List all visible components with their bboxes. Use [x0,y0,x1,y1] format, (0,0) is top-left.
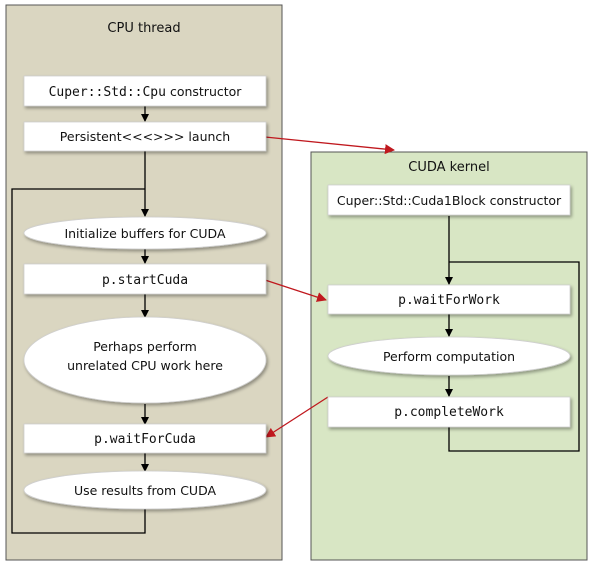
wait-for-cuda-label: p.waitForCuda [94,432,196,447]
wait-for-work-label: p.waitForWork [398,293,500,308]
persistent-launch-label: Persistent<<<>>> launch [60,129,230,144]
wait-for-cuda-box [23,423,267,454]
cpu-thread-title: CPU thread [107,21,180,36]
start-cuda-box [23,263,267,295]
cpu-work-label-line2: unrelated CPU work here [67,358,223,373]
cuda-kernel-title: CUDA kernel [408,160,489,175]
cuda-constructor-box [327,184,571,216]
start-cuda-arrow [264,279,327,302]
use-results-label: Use results from CUDA [74,483,217,498]
cuda-constructor-label: Cuper::Std::Cuda1Block constructor [337,193,562,208]
launch-arrow [264,136,395,155]
cpu-constructor-label: Cuper::Std::Cpu constructor [49,84,243,100]
complete-work-arrow [265,396,329,438]
computation-ellipse [327,336,571,376]
wait-for-work-box [327,284,571,315]
cpu-constructor-box [23,75,267,107]
init-buffers-label: Initialize buffers for CUDA [64,226,226,241]
computation-label: Perform computation [383,349,515,364]
complete-work-label: p.completeWork [394,405,504,420]
use-results-ellipse [23,470,267,510]
cpu-work-ellipse [23,316,267,404]
persistent-launch-box [23,121,267,152]
complete-work-box [327,396,571,428]
cpu-work-label-line1: Perhaps perform [93,339,197,354]
start-cuda-label: p.startCuda [102,273,188,288]
init-buffers-ellipse [23,216,267,250]
